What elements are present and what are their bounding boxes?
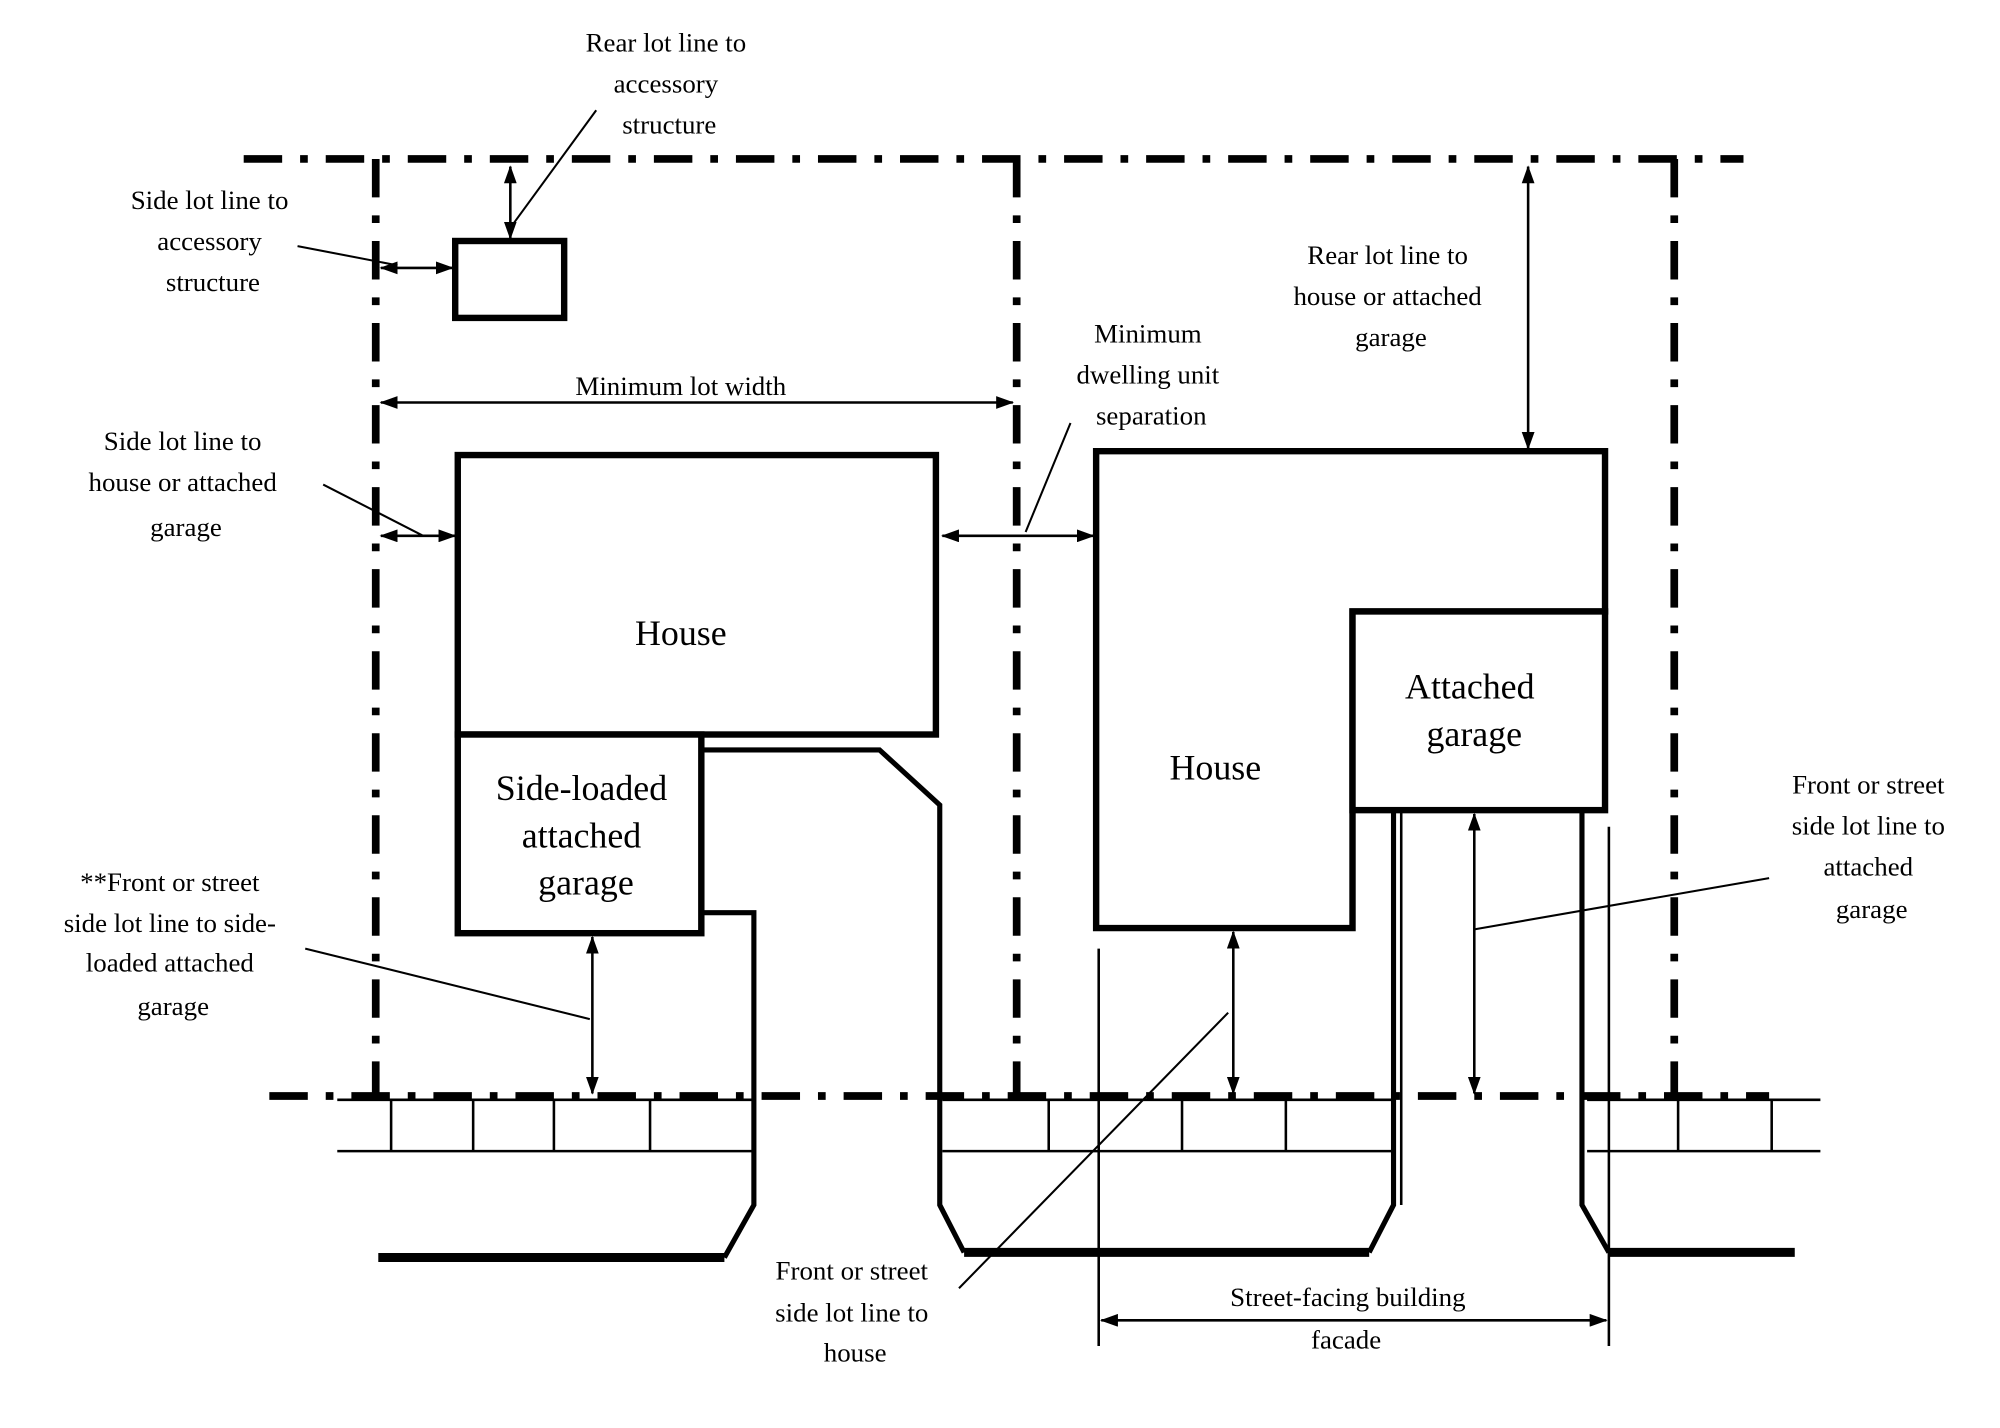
leader-lines	[297, 109, 1770, 1289]
dimension-arrows	[379, 165, 1608, 1327]
rear-to-accessory-label: Rear lot line to accessory structure	[586, 27, 753, 139]
house-left-label: House	[635, 613, 727, 653]
front-to-side-garage-label: **Front or street side lot line to side-…	[64, 867, 283, 1021]
buildings	[452, 237, 1609, 937]
front-to-house-label: Front or street side lot line to house	[775, 1255, 935, 1367]
sidewalk	[337, 1098, 1821, 1153]
attached-garage	[1349, 608, 1609, 814]
driveways	[702, 747, 1612, 1346]
house-left	[454, 451, 940, 738]
front-to-attached-garage-label: Front or street side lot line to attache…	[1792, 769, 1952, 923]
street-facade-label: Street-facing building facade	[1230, 1282, 1472, 1354]
side-loaded-garage-label: Side-loaded attached garage	[496, 768, 676, 903]
side-loaded-garage	[454, 731, 705, 937]
lot-lines	[243, 155, 1770, 1100]
accessory-structure	[452, 237, 568, 322]
side-to-accessory-label: Side lot line to accessory structure	[131, 185, 295, 297]
attached-garage-label: Attached garage	[1405, 667, 1543, 754]
minimum-lot-width-label: Minimum lot width	[575, 371, 786, 401]
curbs	[378, 1247, 1795, 1262]
side-to-house-label: Side lot line to house or attached garag…	[89, 426, 284, 542]
dwelling-separation-label: Minimum dwelling unit separation	[1077, 318, 1226, 430]
rear-to-house-label: Rear lot line to house or attached garag…	[1293, 240, 1488, 352]
house-right-label: House	[1170, 747, 1262, 787]
